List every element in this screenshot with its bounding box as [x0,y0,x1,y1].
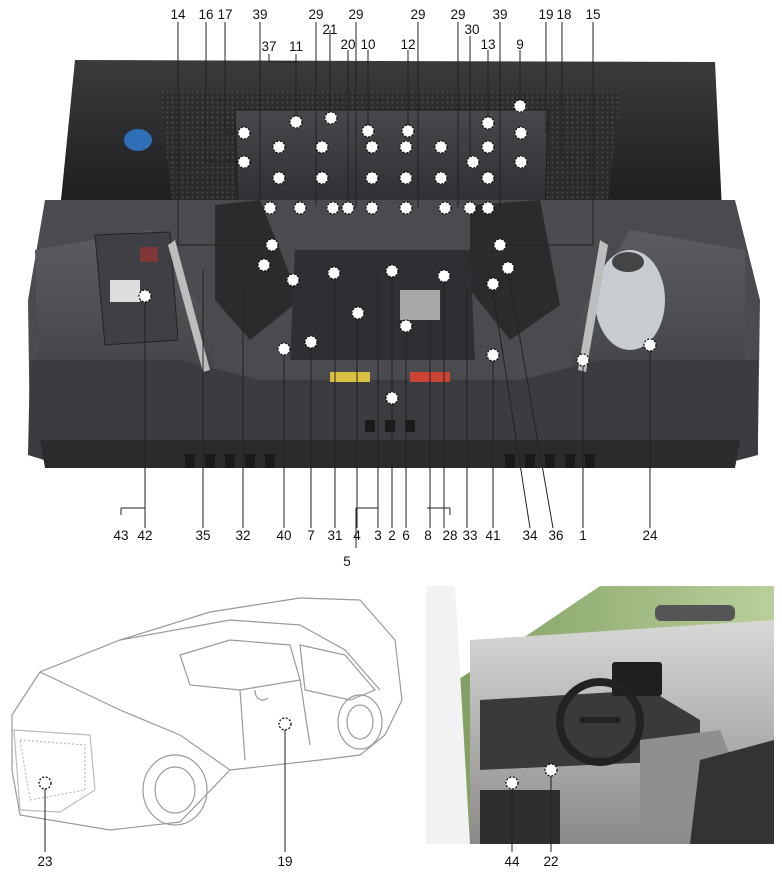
callout-label: 44 [504,854,520,869]
callout-label: 3 [374,528,382,543]
callout-label: 19 [538,7,553,22]
callout-label: 8 [424,528,432,543]
callout-label: 40 [276,528,291,543]
callout-label: 42 [137,528,152,543]
callout-label: 43 [113,528,128,543]
callout-label: 19 [277,854,292,869]
engine-bay-photo [28,60,760,468]
callout-label: 24 [642,528,658,543]
callout-label: 28 [442,528,457,543]
exterior-car-drawing [11,597,403,831]
callout-label: 11 [289,39,303,54]
callout-label: 31 [327,528,342,543]
callout-label: 5 [343,554,351,569]
callout-label: 1 [579,528,587,543]
callout-label: 4 [353,528,361,543]
callout-label: 16 [198,7,213,22]
callout-label: 29 [308,7,323,22]
callout-label: 17 [217,7,232,22]
callout-label: 39 [252,7,267,22]
callout-label: 18 [556,7,571,22]
callout-label: 21 [322,22,337,37]
callout-label: 29 [450,7,465,22]
callout-label: 34 [522,528,538,543]
callout-label: 22 [543,854,558,869]
callout-label: 12 [400,37,415,52]
callout-label: 36 [548,528,563,543]
callout-label: 30 [464,22,479,37]
callout-label: 6 [402,528,410,543]
callout-label: 20 [340,37,355,52]
callout-label: 9 [516,37,524,52]
callout-label: 33 [462,528,477,543]
callout-label: 15 [585,7,600,22]
callout-label: 29 [410,7,425,22]
callout-label: 7 [307,528,315,543]
callout-labels: 14 16 17 39 29 21 29 20 10 29 12 29 30 3… [37,7,658,869]
callout-label: 35 [195,528,210,543]
callout-label: 37 [261,39,276,54]
leader-lines [44,22,651,852]
callout-label: 23 [37,854,52,869]
callout-label: 32 [235,528,250,543]
callout-label: 10 [360,37,375,52]
callout-label: 39 [492,7,507,22]
callout-label: 14 [170,7,186,22]
interior-photo [426,586,774,844]
callout-label: 2 [388,528,396,543]
callout-label: 13 [480,37,495,52]
callout-label: 41 [485,528,500,543]
callout-circles [38,99,657,790]
callout-label: 29 [348,7,363,22]
